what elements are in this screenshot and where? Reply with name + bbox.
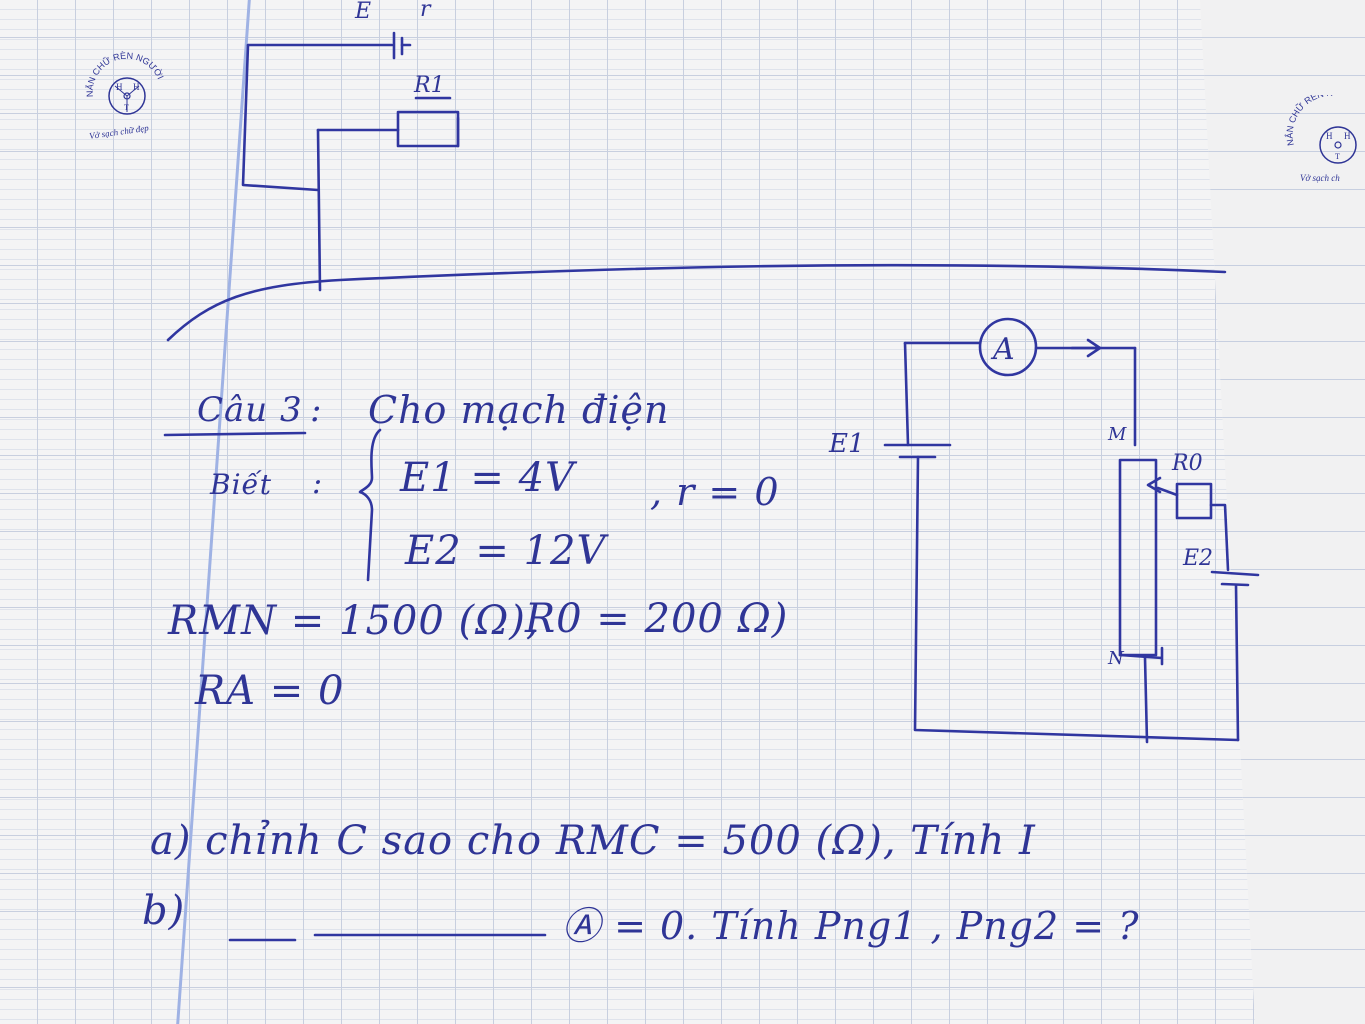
label-m: M — [1107, 424, 1127, 445]
given-ra: RA = 0 — [195, 668, 345, 714]
logo-right-letter-3: T — [1335, 152, 1340, 161]
top-circuit-label-r1: R1 — [413, 73, 445, 98]
logo-letter-1: H — [116, 82, 123, 92]
top-circuit-label-e: E — [354, 0, 371, 24]
problem-title-colon: : — [310, 390, 323, 430]
title-underline — [163, 431, 307, 437]
question-b-prefix: b) — [142, 888, 186, 934]
label-r0: R0 — [1171, 451, 1203, 476]
notebook-logo-right: NẮN CHỮ RÈN N H H T Vở sạch ch — [1285, 95, 1357, 183]
given-colon: : — [312, 466, 324, 501]
separator-curve — [166, 263, 1227, 342]
logo-right-letter-2: H — [1344, 131, 1351, 141]
logo-right-motto: Vở sạch ch — [1300, 173, 1340, 183]
notebook-logo: NẮN CHỮ RÈN NGƯỜI H H T Vở sạch chữ đẹp — [85, 51, 166, 141]
resistor-r0 — [1175, 482, 1213, 520]
circuit-diagram: A E1 M N R0 E2 — [828, 317, 1260, 744]
question-b: Ⓐ = 0. Tính Png1 , Png2 = ? — [562, 904, 1140, 948]
given-brace — [358, 428, 382, 582]
label-n: N — [1107, 648, 1125, 669]
label-e1: E1 — [828, 429, 865, 459]
label-e2: E2 — [1182, 546, 1213, 571]
rheostat-mn — [1118, 458, 1158, 657]
given-e1: E1 = 4V — [400, 455, 575, 501]
problem-intro: Cho mạch điện — [368, 388, 670, 432]
logo-letter-2: H — [133, 82, 140, 92]
question-a: a) chỉnh C sao cho RMC = 500 (Ω), Tính I — [150, 818, 1036, 864]
given-rmn: RMN = 1500 (Ω), — [168, 598, 540, 644]
given-e2: E2 = 12V — [405, 528, 607, 574]
given-r0: R0 = 200 Ω) — [525, 596, 789, 642]
notebook-page — [0, 0, 1255, 1024]
given-label: Biết — [210, 468, 273, 501]
ammeter-label: A — [990, 332, 1015, 367]
top-circuit: E r R1 — [241, 0, 460, 292]
given-r: , r = 0 — [650, 470, 780, 514]
top-circuit-label-r: r — [420, 0, 432, 22]
problem-title: Câu 3 — [197, 390, 303, 430]
logo-letter-3: T — [124, 103, 129, 112]
logo-right-letter-1: H — [1326, 131, 1333, 141]
